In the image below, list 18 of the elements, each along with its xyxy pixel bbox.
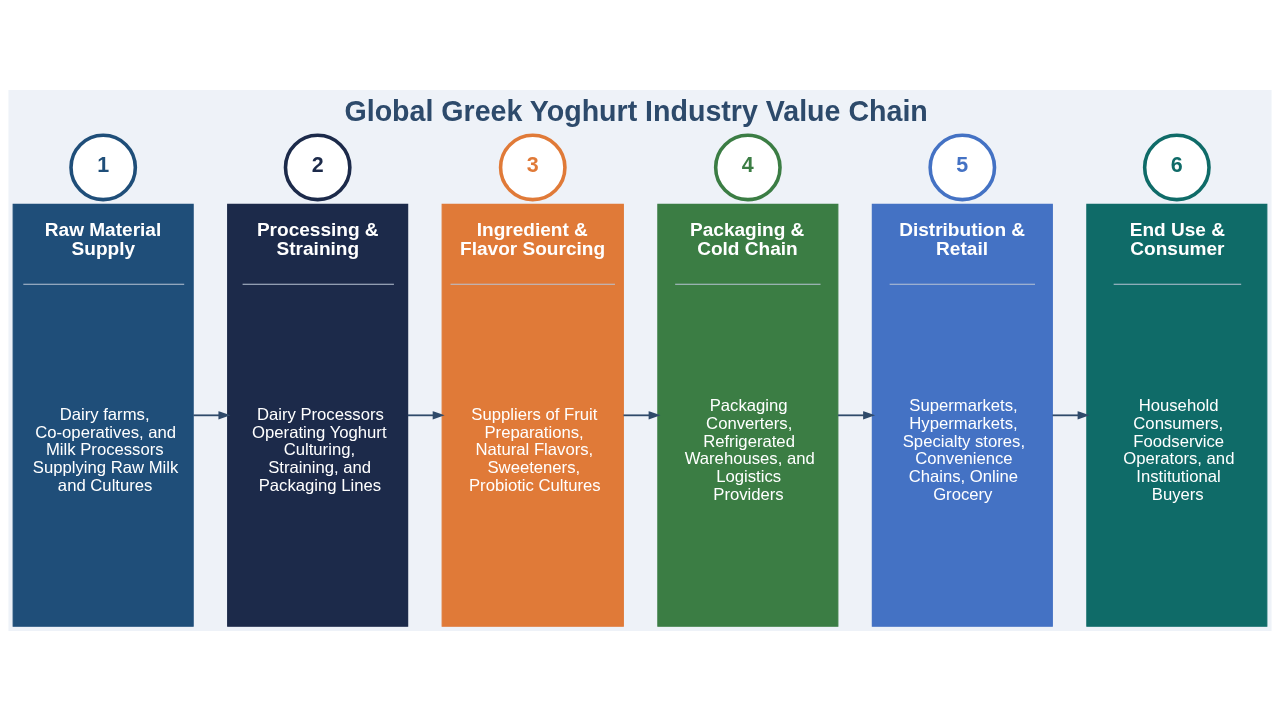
node-box: Processing & Straining Dairy Processors Operating Yoghurt Culturing, Straining, and Packaging Lines bbox=[227, 203, 409, 627]
node-box: Ingredient & Flavor Sourcing Suppliers of Fruit Preparations, Natural Flavors, Sweeteners, Probiotic Cultures bbox=[441, 203, 624, 627]
node-circle: 5 bbox=[928, 133, 997, 201]
arrow bbox=[192, 410, 231, 419]
arrow bbox=[406, 410, 445, 419]
arrow bbox=[837, 410, 876, 419]
diagram-title: Global Greek Yoghurt Industry Value Chain bbox=[344, 94, 928, 127]
node-box: Packaging & Cold Chain Packaging Converters, Refrigerated Warehouses, and Logistics Providers bbox=[657, 203, 839, 627]
node-circle: 2 bbox=[283, 133, 352, 201]
node-circle: 6 bbox=[1142, 133, 1211, 201]
node-circle: 3 bbox=[498, 133, 567, 201]
node-box: End Use & Consumer Household Consumers, Foodservice Operators, and Institutional Buyers bbox=[1086, 203, 1268, 627]
node-box: Raw Material Supply Dairy farms, Co-operatives, and Milk Processors Supplying Raw Milk and Cultures bbox=[12, 203, 194, 627]
node-box: Distribution & Retail Supermarkets, Hypermarkets, Specialty stores, Convenience Chains, Online Grocery bbox=[871, 203, 1053, 627]
node-circle: 4 bbox=[713, 133, 782, 201]
arrow bbox=[1051, 410, 1090, 419]
arrow bbox=[622, 410, 661, 419]
node-circle: 1 bbox=[69, 133, 138, 201]
